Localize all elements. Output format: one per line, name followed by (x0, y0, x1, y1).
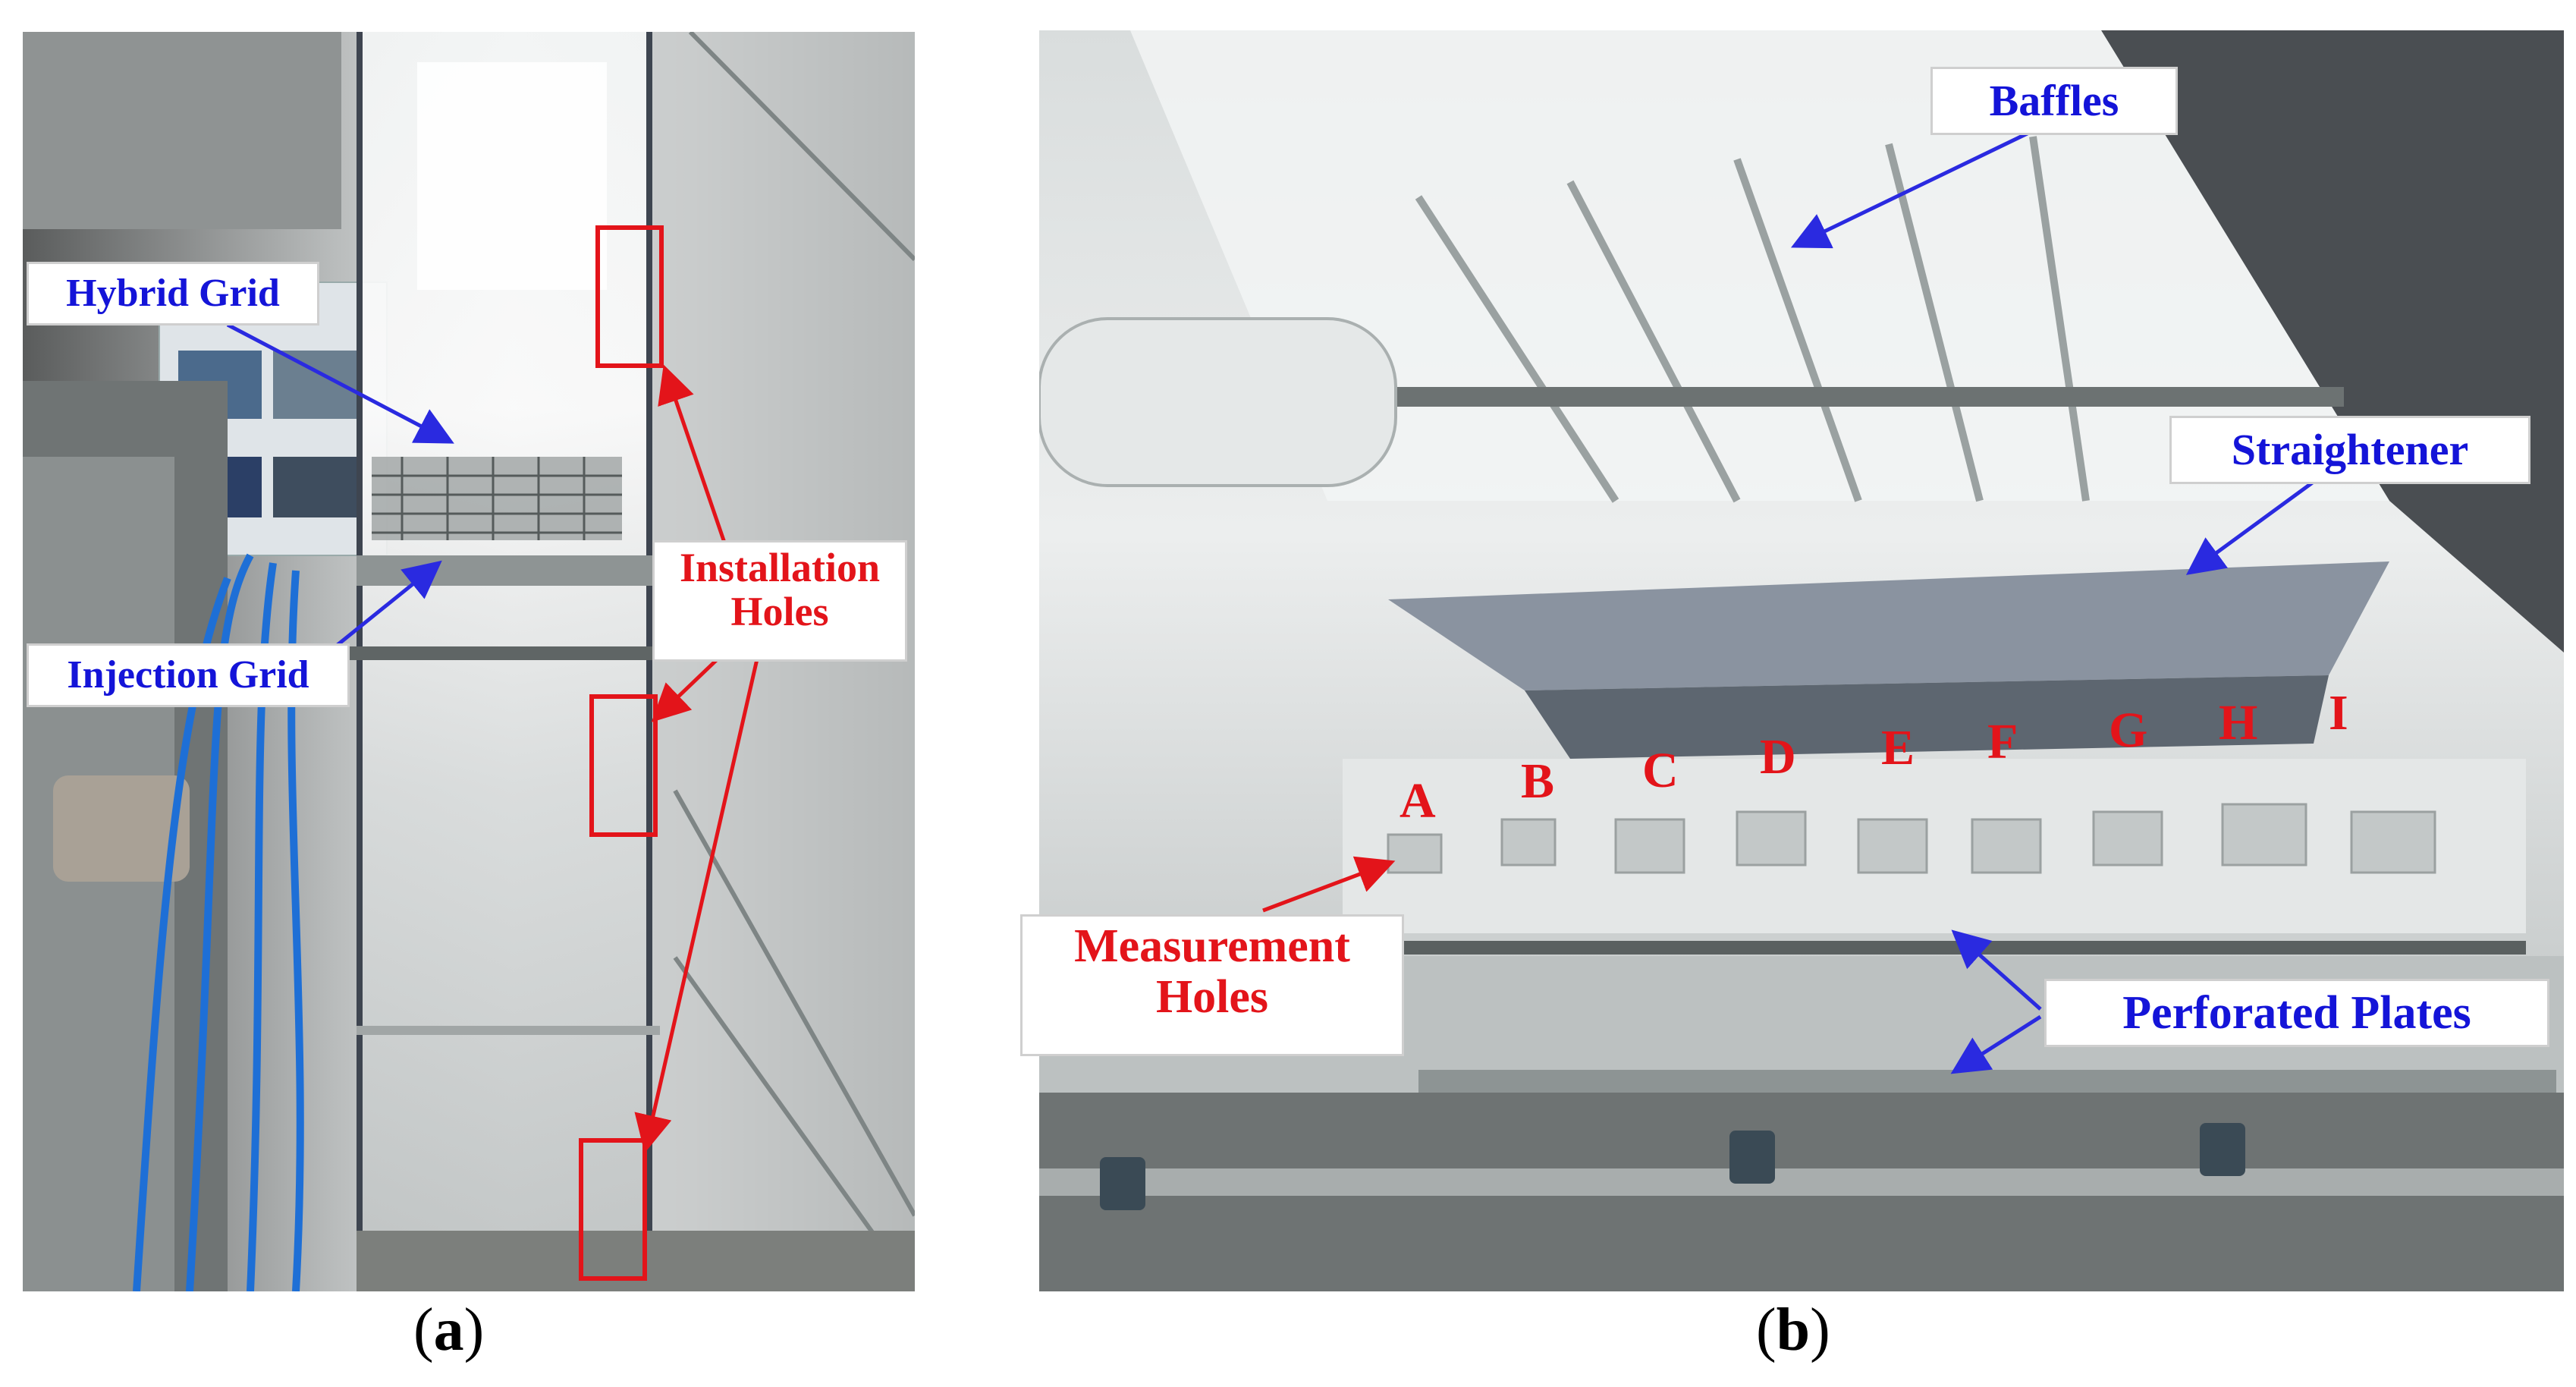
baffles-text: Baffles (1989, 76, 2119, 125)
hole-letter-d: D (1760, 729, 1796, 785)
hole-letter-e: E (1881, 720, 1915, 775)
installation-holes-text-line2: Holes (730, 589, 829, 635)
photo-panel-b (1039, 30, 2564, 1291)
perforated-plates-text: Perforated Plates (2122, 987, 2471, 1039)
measurement-holes-label: Measurement Holes (1020, 914, 1404, 1056)
installation-holes-text-line1: Installation (679, 545, 881, 590)
hole-letter-a: A (1400, 773, 1436, 829)
photo-panel-a (23, 32, 915, 1291)
hole-letter-f: F (1987, 714, 2018, 769)
installation-holes-label: Installation Holes (652, 540, 907, 662)
hybrid-grid-text: Hybrid Grid (66, 272, 280, 315)
measurement-holes-text-line1: Measurement (1074, 920, 1350, 972)
straightener-label: Straightener (2169, 416, 2530, 484)
hole-letter-b: B (1521, 753, 1555, 809)
injection-grid-text: Injection Grid (67, 653, 309, 697)
measurement-holes-text-line2: Holes (1155, 970, 1269, 1023)
hybrid-grid-label: Hybrid Grid (27, 262, 319, 326)
hole-letter-i: I (2329, 685, 2348, 741)
caption-a-letter: a (433, 1297, 464, 1363)
straightener-text: Straightener (2231, 425, 2469, 474)
caption-a: (a) (413, 1297, 485, 1363)
injection-grid-label: Injection Grid (27, 643, 350, 707)
baffles-label: Baffles (1930, 67, 2178, 135)
hole-letter-h: H (2219, 695, 2258, 750)
perforated-plates-label: Perforated Plates (2044, 979, 2549, 1047)
hole-letter-g: G (2109, 703, 2148, 758)
hole-letter-c: C (1642, 743, 1679, 798)
caption-b: (b) (1756, 1297, 1830, 1363)
caption-b-letter: b (1776, 1297, 1811, 1363)
wind-tunnel-section-photo (1039, 30, 2564, 1291)
wind-tunnel-side-photo (23, 32, 915, 1291)
